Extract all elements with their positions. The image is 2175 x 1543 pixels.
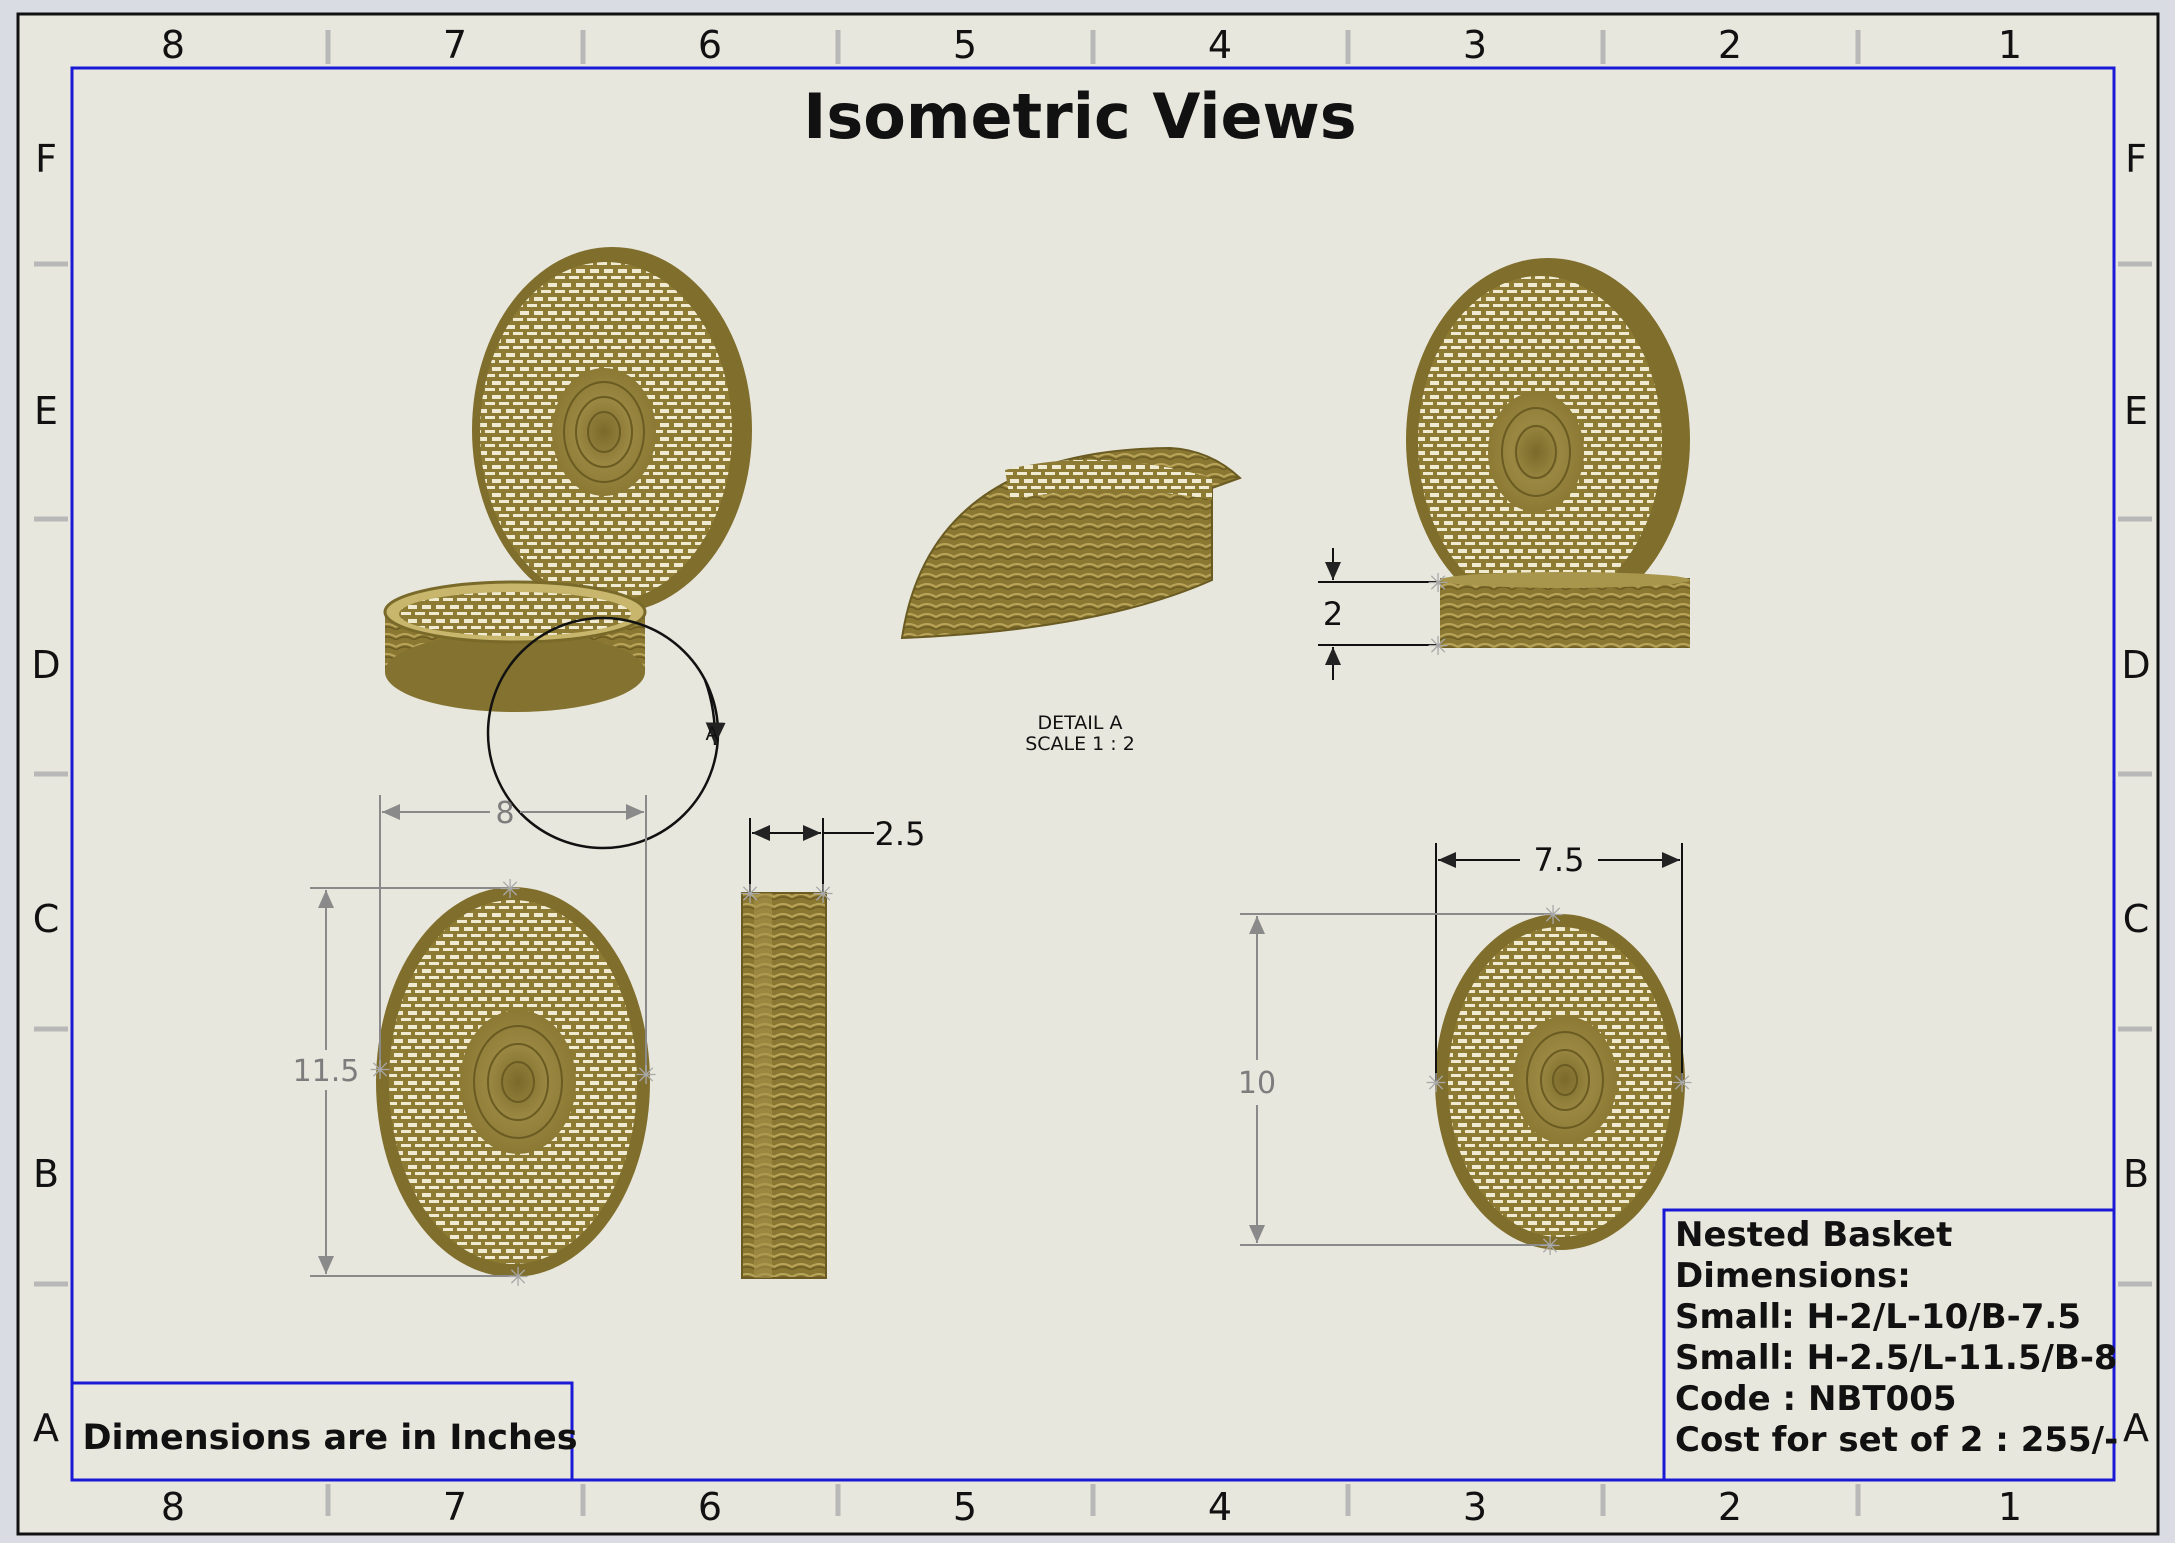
title-block-product-name: Nested Basket — [1675, 1215, 1952, 1255]
title-block: Nested Basket Dimensions: Small: H-2/L-1… — [1675, 1215, 2118, 1460]
title-block-code: Code : NBT005 — [1675, 1379, 1957, 1419]
zone-top-6: 6 — [698, 23, 722, 67]
detail-a-caption-line1: DETAIL A — [1038, 712, 1123, 734]
detail-a-section — [900, 446, 1242, 640]
zone-labels-left: F E D C B A — [31, 137, 60, 1450]
title-block-dimensions-heading: Dimensions: — [1675, 1256, 1911, 1296]
zone-right-E: E — [2124, 389, 2148, 433]
right-small-basket-band — [1440, 578, 1690, 648]
dimension-large-length-value: 11.5 — [293, 1054, 360, 1089]
units-note-box — [70, 1381, 574, 1482]
title-block-box — [1662, 1208, 2116, 1482]
point-marker: ✳ — [1427, 632, 1449, 662]
point-marker: ✳ — [1425, 1069, 1447, 1099]
zone-top-5: 5 — [953, 23, 977, 67]
detail-a-arrow — [703, 679, 726, 746]
title-block-cost: Cost for set of 2 : 255/- — [1675, 1420, 2118, 1460]
dimension-small-length-value: 10 — [1238, 1066, 1276, 1101]
drawing-title: Isometric Views — [803, 80, 1356, 153]
small-basket-front-center-rings — [1526, 1031, 1604, 1129]
sheet-background — [16, 12, 2160, 1536]
small-basket-inner — [399, 592, 631, 636]
zone-labels-right: F E D C B A — [2121, 137, 2150, 1450]
detail-a-view: DETAIL A SCALE 1 : 2 — [900, 446, 1242, 755]
point-marker: ✳ — [1539, 1232, 1561, 1262]
zone-bottom-8: 8 — [161, 1485, 185, 1529]
right-large-basket-center-rings — [1501, 407, 1571, 497]
point-marker: ✳ — [635, 1061, 657, 1091]
zone-bottom-4: 4 — [1208, 1485, 1232, 1529]
point-marker: ✳ — [507, 1263, 529, 1293]
zone-right-D: D — [2121, 643, 2150, 687]
large-basket-side-highlight — [754, 893, 772, 1278]
zone-bottom-2: 2 — [1718, 1485, 1742, 1529]
zone-left-F: F — [35, 137, 57, 181]
dimension-small-height: 2 ✳ ✳ — [1318, 548, 1449, 680]
zone-bottom-5: 5 — [953, 1485, 977, 1529]
zone-top-8: 8 — [161, 23, 185, 67]
dimension-large-height: 2.5 ✳ ✳ — [739, 815, 925, 910]
detail-a-label: A — [706, 723, 719, 745]
point-marker: ✳ — [499, 875, 521, 905]
zone-labels-bottom: 8 7 6 5 4 3 2 1 — [161, 1485, 2022, 1529]
title-block-small-dimensions: Small: H-2/L-10/B-7.5 — [1675, 1297, 2081, 1337]
zone-left-E: E — [34, 389, 58, 433]
dimension-small-height-value: 2 — [1323, 595, 1343, 633]
point-marker: ✳ — [369, 1056, 391, 1086]
dimension-large-height-value: 2.5 — [875, 815, 926, 853]
zone-bottom-1: 1 — [1998, 1485, 2022, 1529]
point-marker: ✳ — [812, 880, 834, 910]
zone-top-2: 2 — [1718, 23, 1742, 67]
dimension-large-width-value: 8 — [495, 796, 514, 831]
zone-left-B: B — [33, 1152, 59, 1196]
large-basket-tilted-center-rings — [563, 381, 645, 483]
zone-top-7: 7 — [443, 23, 467, 67]
dimension-small-width: 7.5 — [1435, 841, 1683, 1082]
detail-a-caption-line2: SCALE 1 : 2 — [1025, 733, 1135, 755]
point-marker: ✳ — [1671, 1069, 1693, 1099]
units-note: Dimensions are in Inches — [82, 1418, 577, 1458]
dimension-small-width-value: 7.5 — [1534, 841, 1585, 879]
small-basket-front-base — [1513, 1016, 1617, 1144]
zone-bottom-3: 3 — [1463, 1485, 1487, 1529]
detail-a-inner-weave — [1005, 459, 1212, 500]
isometric-view-right-nested — [1406, 258, 1690, 648]
large-basket-front-base — [460, 1010, 576, 1154]
drawing-frame — [70, 66, 2116, 1482]
zone-bottom-6: 6 — [698, 1485, 722, 1529]
dimension-large-length: 11.5 ✳ ✳ ✳ ✳ — [293, 875, 657, 1293]
zone-left-C: C — [33, 897, 60, 941]
small-basket-bottom-edge — [385, 632, 645, 712]
large-basket-tilted-base — [552, 368, 656, 496]
point-marker: ✳ — [739, 880, 761, 910]
point-marker: ✳ — [1427, 569, 1449, 599]
zone-right-F: F — [2125, 137, 2147, 181]
side-view-large-basket — [741, 892, 827, 1279]
front-view-small-basket — [1435, 914, 1685, 1250]
zone-right-A: A — [2123, 1406, 2149, 1450]
dimension-large-width: 8 — [379, 795, 647, 1072]
zone-left-D: D — [31, 643, 60, 687]
right-small-basket-top — [1440, 572, 1690, 588]
front-view-large-basket — [376, 887, 650, 1277]
zone-right-B: B — [2123, 1152, 2149, 1196]
zone-bottom-7: 7 — [443, 1485, 467, 1529]
zone-top-3: 3 — [1463, 23, 1487, 67]
zone-right-C: C — [2123, 897, 2150, 941]
large-basket-front-center-rings — [473, 1025, 563, 1139]
isometric-view-nested-baskets: A — [383, 247, 752, 850]
zone-left-A: A — [33, 1406, 59, 1450]
dimension-small-length: 10 ✳ ✳ ✳ ✳ — [1238, 901, 1693, 1262]
zone-ticks — [34, 30, 2152, 1516]
title-block-large-dimensions: Small: H-2.5/L-11.5/B-8 — [1675, 1338, 2118, 1378]
point-marker: ✳ — [1542, 901, 1564, 931]
zone-labels-top: 8 7 6 5 4 3 2 1 — [161, 23, 2022, 67]
zone-top-4: 4 — [1208, 23, 1232, 67]
zone-top-1: 1 — [1998, 23, 2022, 67]
